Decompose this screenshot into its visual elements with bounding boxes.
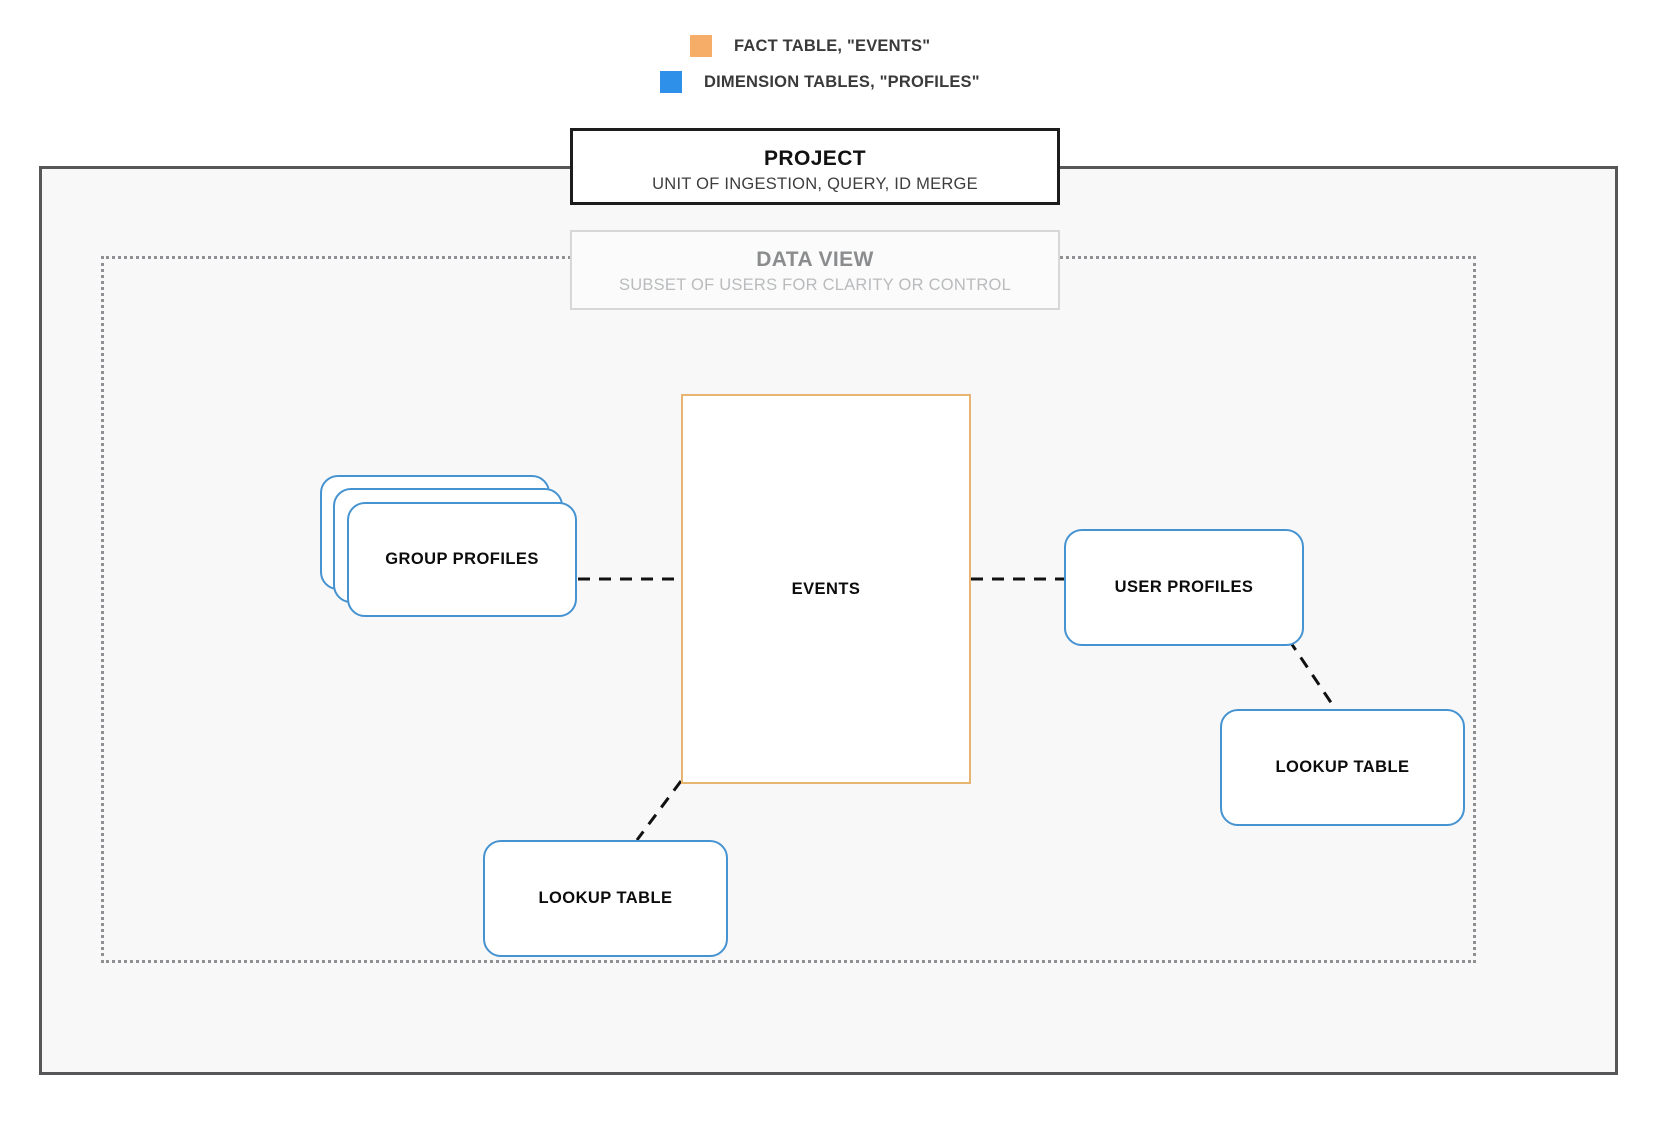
project-header-box: PROJECT UNIT OF INGESTION, QUERY, ID MER… — [570, 128, 1060, 205]
node-group-profiles[interactable]: GROUP PROFILES — [320, 475, 580, 617]
node-lookup-table-right-label: LOOKUP TABLE — [1275, 758, 1410, 776]
node-lookup-table-left-label: LOOKUP TABLE — [538, 889, 673, 907]
node-events-label: EVENTS — [791, 579, 861, 598]
node-user-profiles-label: USER PROFILES — [1114, 578, 1254, 596]
data-view-title: DATA VIEW — [756, 248, 874, 271]
node-events[interactable]: EVENTS — [681, 394, 971, 784]
project-subtitle: UNIT OF INGESTION, QUERY, ID MERGE — [652, 175, 978, 194]
node-user-profiles[interactable]: USER PROFILES — [1064, 529, 1304, 646]
orange-square-swatch — [690, 35, 712, 57]
project-title: PROJECT — [764, 147, 866, 170]
blue-square-swatch — [660, 71, 682, 93]
legend-item-dimension-tables: DIMENSION TABLES, "PROFILES" — [660, 71, 980, 93]
group-profiles-stack-layer-front[interactable]: GROUP PROFILES — [347, 502, 577, 617]
node-lookup-table-left[interactable]: LOOKUP TABLE — [483, 840, 728, 957]
data-view-subtitle: SUBSET OF USERS FOR CLARITY OR CONTROL — [618, 276, 1012, 295]
legend-item-fact-table: FACT TABLE, "EVENTS" — [690, 35, 930, 57]
node-group-profiles-label: GROUP PROFILES — [385, 550, 539, 568]
legend-label-dimension-tables: DIMENSION TABLES, "PROFILES" — [704, 72, 980, 91]
node-lookup-table-right[interactable]: LOOKUP TABLE — [1220, 709, 1465, 826]
legend-label-fact-table: FACT TABLE, "EVENTS" — [734, 36, 931, 55]
data-view-header-box: DATA VIEW SUBSET OF USERS FOR CLARITY OR… — [570, 230, 1060, 310]
